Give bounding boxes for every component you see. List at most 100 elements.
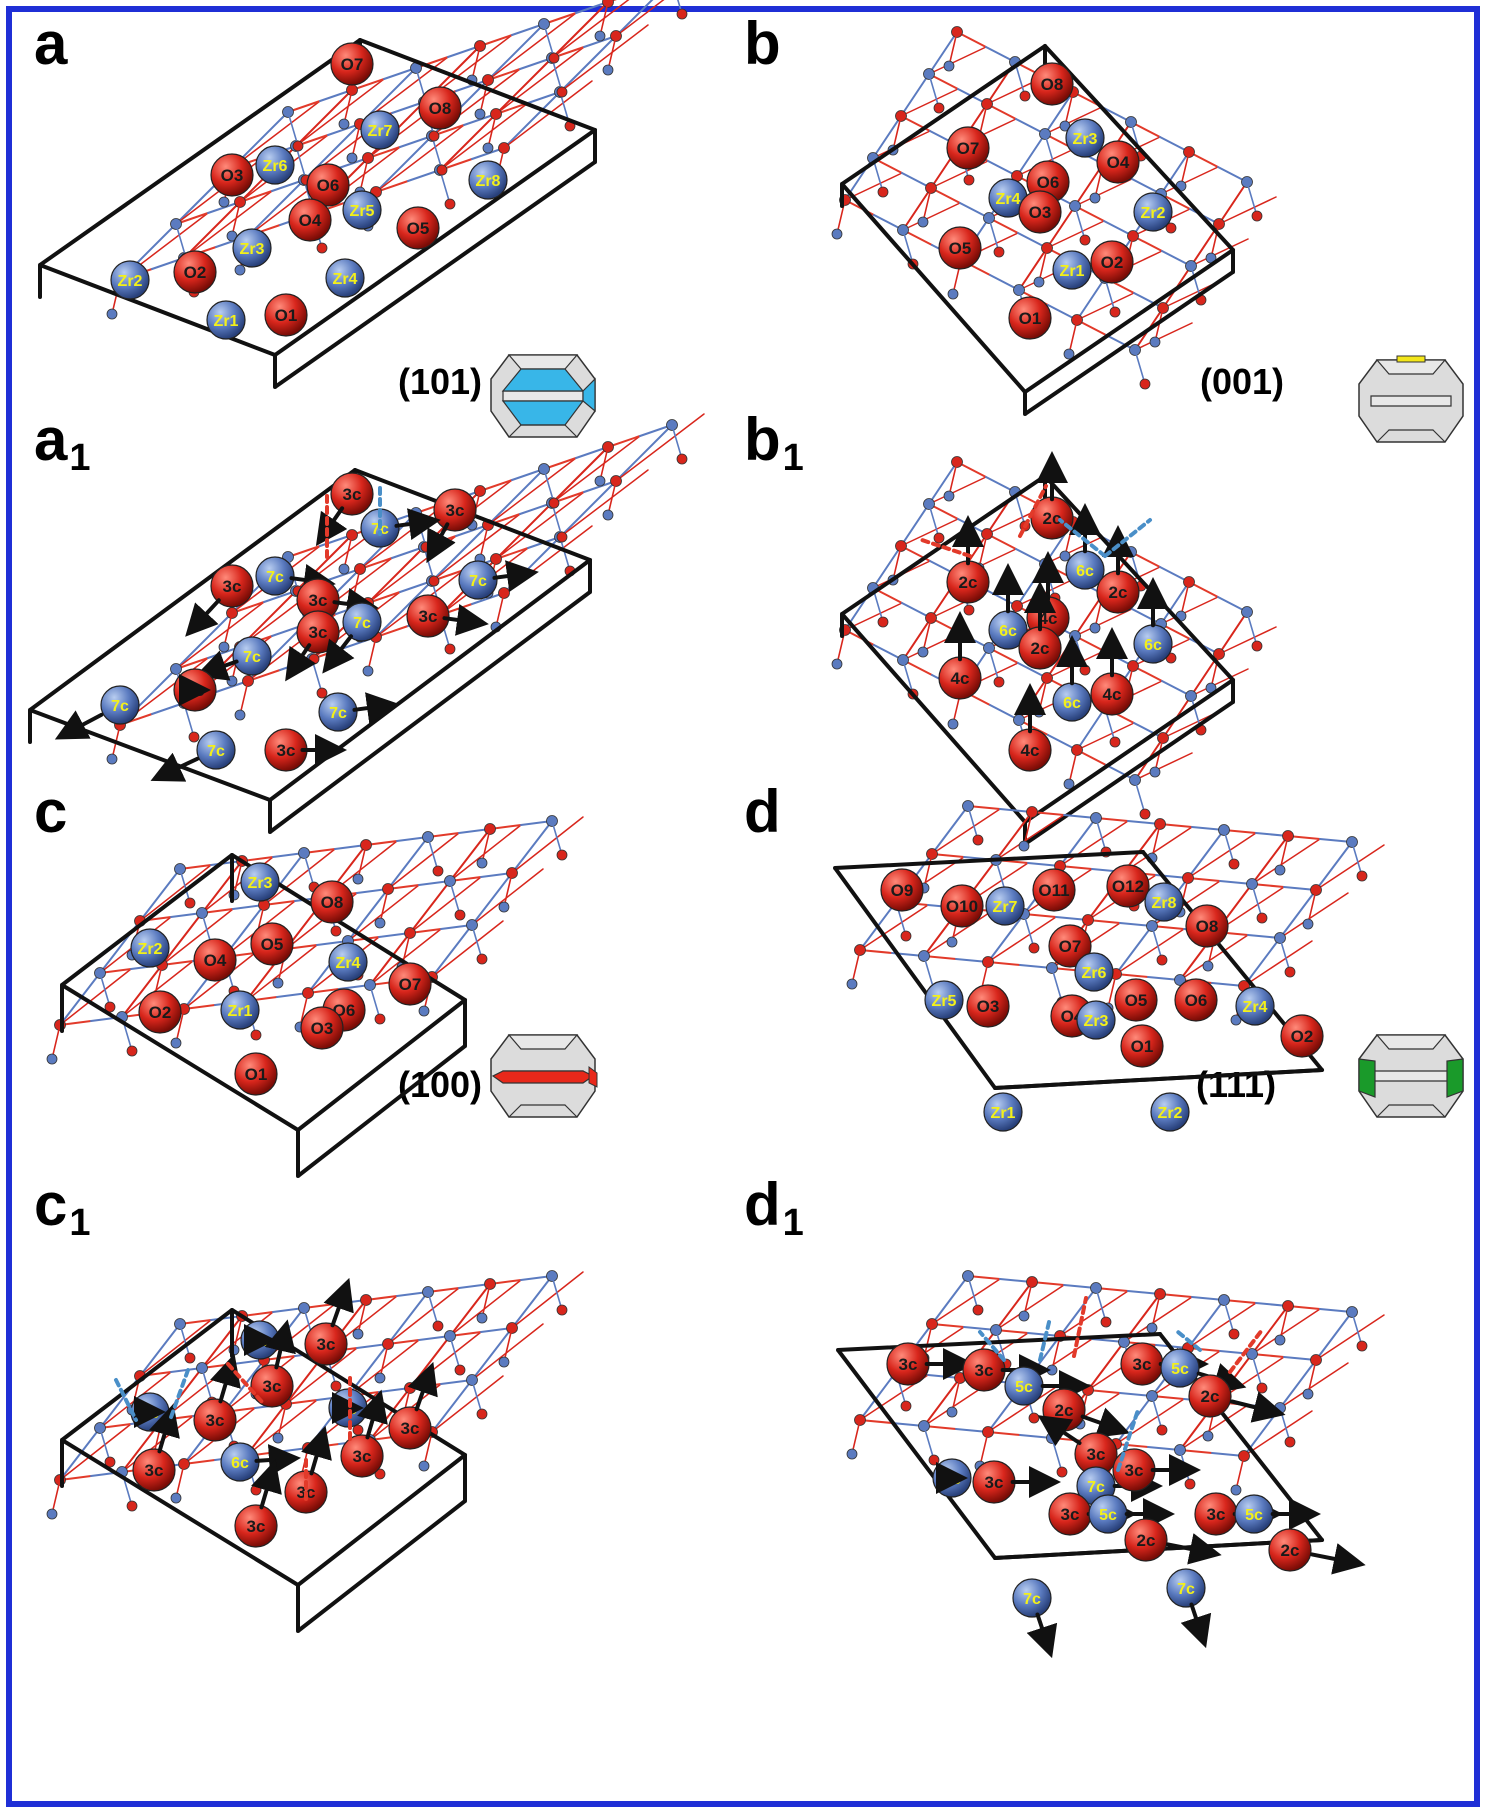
panel-b-bond (1046, 220, 1105, 249)
panel-a1-small-atom (420, 541, 432, 553)
panel-a-zirconium-atom (360, 110, 400, 150)
panel-d-bond (923, 910, 993, 957)
panel-a1-bond (495, 592, 505, 628)
panel-label-d: d (744, 778, 781, 845)
panel-b1-atom-label: 6c (999, 623, 1017, 640)
panel-d-small-atom (1202, 960, 1214, 972)
panel-b-bond (900, 73, 930, 117)
panel-b1-small-atom (1079, 664, 1091, 676)
panel-a1-bond (223, 612, 233, 648)
panel-b1-bond (928, 461, 958, 505)
panel-c-atom-label: O5 (261, 935, 284, 954)
panel-a-bond (295, 78, 385, 147)
panel-a-small-atom (556, 86, 568, 98)
panel-a1-bond (503, 525, 593, 594)
panel-a-bond (551, 0, 630, 59)
panel-c-zirconium-atom (130, 928, 170, 968)
panel-b-oxygen-atom (1008, 296, 1052, 340)
panel-a1-bond (431, 513, 521, 582)
panel-a1-bond (479, 524, 489, 560)
panel-a-atom-label: O8 (429, 99, 452, 118)
panel-d-bond (1023, 811, 1033, 847)
panel-b-small-atom (1033, 276, 1045, 288)
panel-b1-bond (978, 533, 988, 569)
panel-c1-bond (347, 1339, 420, 1397)
panel-d-bond (923, 853, 933, 889)
panel-b-atom-label: O3 (1029, 203, 1052, 222)
panel-b-bond (1074, 163, 1104, 207)
panel-a-small-atom (548, 52, 560, 64)
panel-c1-bond (503, 1327, 513, 1363)
panel-b-bond (1064, 91, 1074, 127)
panel-a1-small-atom (316, 687, 328, 699)
panel-a-zirconium-atom (342, 190, 382, 230)
panel-c-small-atom (184, 897, 196, 909)
panel-c-small-atom (104, 1001, 116, 1013)
panel-a-oxygen-atom (173, 250, 217, 294)
panel-b1-bond (902, 659, 914, 695)
panel-d1-small-atom (1100, 1316, 1112, 1328)
panel-b-crystal-facet (1370, 395, 1452, 407)
panel-d-small-atom (1284, 966, 1296, 978)
panel-b-small-atom (993, 246, 1005, 258)
panel-b-bond (928, 31, 958, 75)
panel-d-bond (1151, 823, 1161, 859)
panel-d1-small-atom (1356, 1340, 1368, 1352)
panel-d-bond (1307, 889, 1317, 925)
panel-b-bond (1160, 166, 1219, 195)
panel-d-bond (987, 916, 1057, 963)
panel-a-bond (343, 89, 353, 125)
panel-d1-bond (1251, 1308, 1321, 1355)
panel-a-oxygen-atom (306, 163, 350, 207)
panel-c1-bond (223, 1359, 265, 1413)
panel-c-atom-label: O8 (321, 893, 344, 912)
panel-b1-atom-label: 6c (1144, 637, 1162, 654)
panel-d-small-atom (1228, 858, 1240, 870)
panel-b1-bond (900, 518, 959, 547)
panel-a1-bond (175, 612, 233, 670)
panel-a-atom-label: Zr5 (350, 203, 375, 220)
panel-d-small-atom (1302, 918, 1314, 930)
panel-a1-bond (175, 601, 265, 670)
panel-d-highlight-facet (1358, 1058, 1376, 1098)
panel-a1-displacement-arrow (185, 598, 221, 637)
panel-d1-small-atom (972, 1304, 984, 1316)
panel-c1-bond (471, 1327, 513, 1381)
panel-c-atom-label: Zr2 (138, 941, 163, 958)
panel-c1-small-atom (498, 1356, 510, 1368)
panel-b-bond (902, 202, 961, 231)
panel-d-bond (1107, 973, 1117, 1009)
panel-b-atom-label: Zr4 (996, 191, 1021, 208)
panel-b1-bond (1246, 611, 1258, 647)
panel-b1-bond (892, 545, 902, 581)
panel-d-oxygen-atom (1185, 904, 1229, 948)
panel-a1-small-atom (226, 675, 238, 687)
panel-b-small-atom (1165, 222, 1177, 234)
panel-a1-small-atom (594, 475, 606, 487)
panel-c1-bond (387, 1291, 429, 1345)
panel-a1-atom-label: 7c (353, 615, 371, 632)
panel-c-bond (379, 888, 389, 924)
panel-b1-bond (1134, 779, 1146, 815)
panel-a1-zirconium-atom (458, 560, 498, 600)
unit-cell-bottom (1023, 270, 1235, 416)
panel-a-bond (487, 23, 545, 81)
panel-d-bond (851, 949, 861, 985)
panel-d1-bond (1187, 1302, 1257, 1349)
panel-b1-bond (1160, 581, 1190, 625)
panel-a1-atom-label: 3c (223, 577, 242, 596)
panel-c1-atom-label: 3c (206, 1411, 225, 1430)
panel-d-small-atom (946, 936, 958, 948)
panel-d1-displacement-arrow (1166, 1533, 1222, 1565)
miller-index-101: (101) (398, 361, 483, 402)
panel-d-small-atom (900, 930, 912, 942)
panel-b1-small-atom (943, 490, 955, 502)
panel-c-bond (201, 860, 243, 914)
panel-d-oxygen-atom (880, 868, 924, 912)
panel-d-bond (859, 904, 929, 951)
panel-d-bond (1187, 832, 1257, 879)
panel-a1-atom-label: 3c (309, 623, 328, 642)
panel-a-oxygen-atom (418, 86, 462, 130)
panel-b-bond (948, 31, 958, 67)
panel-c-bond (179, 868, 191, 904)
